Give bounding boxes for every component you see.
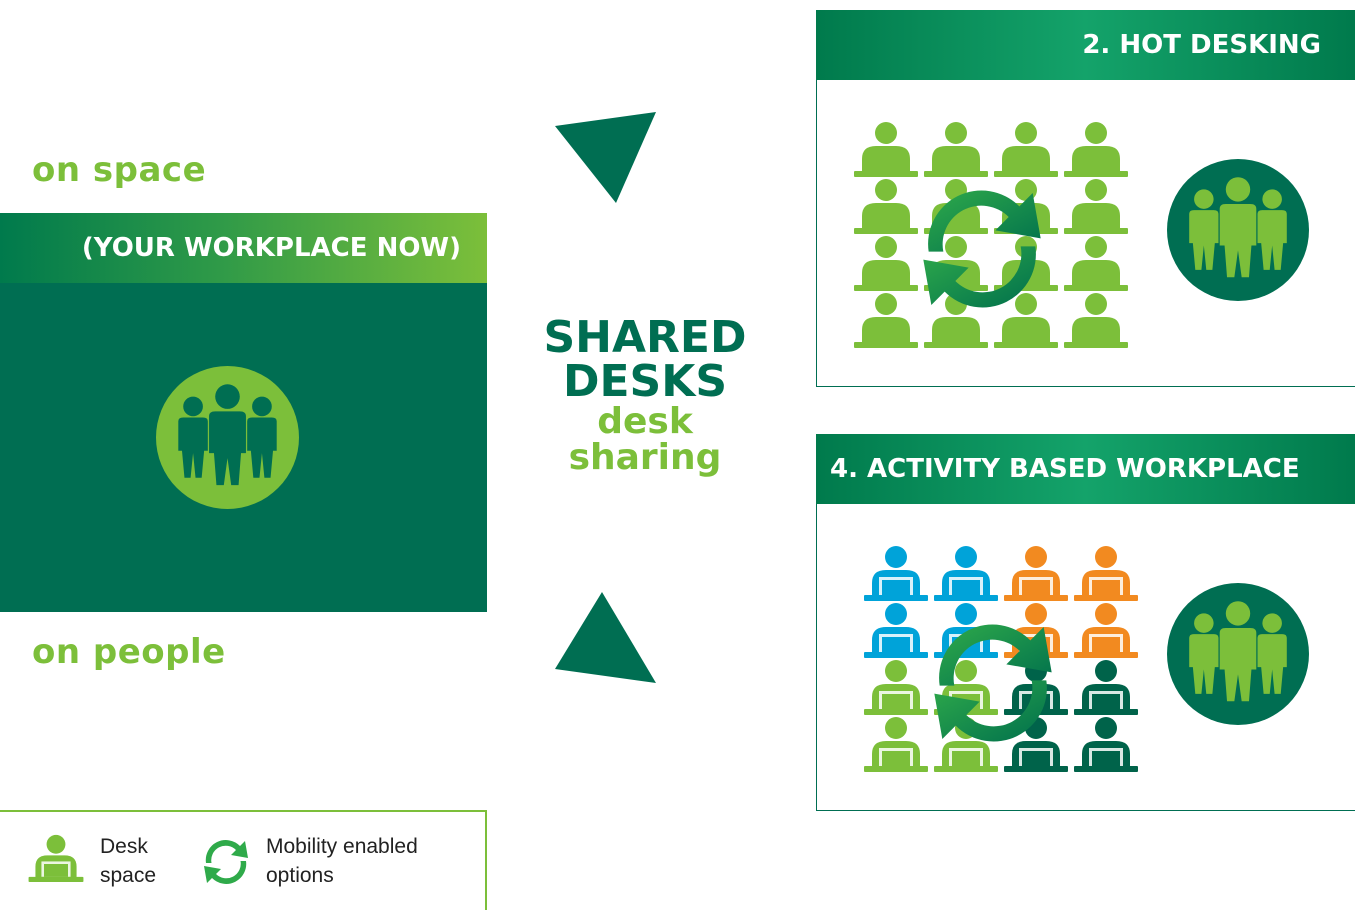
activity-based-title: 4. ACTIVITY BASED WORKPLACE <box>830 454 1300 484</box>
title-line-desks: DESKS <box>562 356 728 407</box>
legend-mobility-label: Mobility enabled options <box>266 835 418 887</box>
mobility-cycle-icon <box>204 840 248 884</box>
hot-desking-title: 2. HOT DESKING <box>1082 30 1321 60</box>
desk-space-icon <box>1064 122 1128 177</box>
legend: Desk space Mobility enabled options <box>0 810 487 910</box>
subtitle-line-sharing: sharing <box>568 437 722 478</box>
desk-space-icon <box>1074 603 1138 658</box>
current-workplace-header: (YOUR WORKPLACE NOW) <box>0 213 487 283</box>
people-group-icon <box>1167 159 1309 301</box>
mobility-cycle-icon <box>934 624 1052 742</box>
label-on-people: on people <box>32 632 226 672</box>
activity-based-header: 4. ACTIVITY BASED WORKPLACE <box>816 434 1355 504</box>
desk-space-icon <box>1074 660 1138 715</box>
subtitle-line-desk: desk <box>597 401 693 442</box>
people-group-icon <box>1167 583 1309 725</box>
current-workplace-title: (YOUR WORKPLACE NOW) <box>81 233 461 263</box>
desk-space-icon <box>1064 293 1128 348</box>
desk-space-icon <box>28 834 84 882</box>
mobility-cycle-icon <box>923 190 1041 308</box>
triangle-up-icon <box>555 592 656 683</box>
desk-space-icon <box>1074 546 1138 601</box>
desk-space-icon <box>934 546 998 601</box>
desk-space-icon <box>864 546 928 601</box>
hot-desking-panel: 2. HOT DESKING <box>816 10 1355 387</box>
hot-desking-header: 2. HOT DESKING <box>816 10 1355 80</box>
desk-space-icon <box>1064 236 1128 291</box>
desk-space-icon <box>1004 546 1068 601</box>
shared-desks-title: SHARED DESKS desk sharing <box>520 316 770 476</box>
desk-space-icon <box>1074 717 1138 772</box>
legend-desk-label: Desk space <box>100 835 157 887</box>
desk-space-icon <box>1064 179 1128 234</box>
label-on-space: on space <box>32 150 207 190</box>
triangle-down-icon <box>555 112 656 203</box>
title-line-shared: SHARED <box>543 312 747 363</box>
activity-based-panel: 4. ACTIVITY BASED WORKPLACE <box>816 434 1355 811</box>
current-workplace-panel <box>0 283 487 612</box>
people-group-icon <box>156 366 299 509</box>
